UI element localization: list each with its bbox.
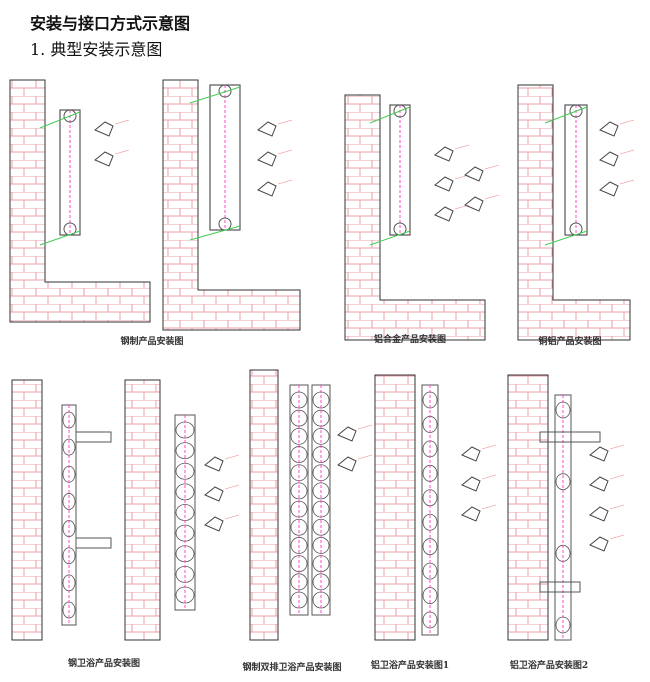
bracket-part-icon	[461, 476, 481, 492]
bracket-part-icon	[434, 176, 454, 192]
tube-section	[422, 538, 438, 556]
caption-aluminum-bath-1: 铝卫浴产品安装图1	[370, 661, 450, 671]
leader-line	[357, 424, 373, 430]
bracket-part-icon	[337, 456, 357, 472]
pipe-port	[393, 104, 407, 118]
bracket-part-icon	[94, 151, 114, 167]
leader-line	[619, 119, 635, 125]
caption-steel-double-bath: 钢制双排卫浴产品安装图	[242, 663, 342, 673]
caption-steel: 钢制产品安装图	[120, 337, 184, 347]
leader-line	[481, 444, 497, 450]
bracket-part-icon	[204, 456, 224, 472]
bracket-part-icon	[461, 506, 481, 522]
bracket-part-icon	[257, 181, 277, 197]
brick-wall	[517, 84, 631, 341]
bracket-part-icon	[257, 151, 277, 167]
leader-line	[277, 119, 293, 125]
leader-line	[609, 474, 625, 480]
leader-line	[481, 504, 497, 510]
caption-steel-bath: 钢卫浴产品安装图	[67, 659, 141, 669]
bracket-part-icon	[589, 446, 609, 462]
pipe-port	[218, 217, 232, 231]
bracket-part-icon	[204, 486, 224, 502]
leader-line	[114, 119, 130, 125]
caption-aluminum-bath-2: 铝卫浴产品安装图2	[509, 661, 589, 671]
bracket-part-icon	[599, 121, 619, 137]
towel-bar	[75, 537, 112, 549]
bracket-part-icon	[599, 181, 619, 197]
section-heading: 1. 典型安装示意图	[30, 40, 163, 59]
page-title: 安装与接口方式示意图	[30, 14, 191, 33]
bracket-part-icon	[434, 146, 454, 162]
brick-wall	[124, 379, 161, 641]
leader-line	[609, 444, 625, 450]
tube-section	[422, 562, 438, 580]
bracket-guide	[189, 86, 241, 241]
tube-section	[422, 440, 438, 458]
tube-section	[312, 427, 330, 445]
caption-copper-aluminum: 铜铝产品安装图	[538, 337, 602, 347]
leader-line	[224, 514, 240, 520]
bracket-part-icon	[464, 196, 484, 212]
bracket-part-icon	[599, 151, 619, 167]
bracket-part-icon	[464, 166, 484, 182]
towel-bar	[539, 581, 581, 593]
tube-section	[175, 565, 195, 583]
leader-line	[619, 179, 635, 185]
leader-line	[454, 144, 470, 150]
bracket-part-icon	[434, 206, 454, 222]
leader-line	[224, 484, 240, 490]
leader-line	[619, 149, 635, 155]
leader-line	[277, 149, 293, 155]
leader-line	[357, 454, 373, 460]
leader-line	[224, 454, 240, 460]
bracket-part-icon	[589, 536, 609, 552]
tube-section	[312, 555, 330, 573]
tube-section	[312, 500, 330, 518]
caption-aluminum-alloy: 铝合金产品安装图	[373, 335, 447, 345]
brick-wall	[374, 374, 416, 641]
tube-section	[290, 500, 308, 518]
tube-section	[290, 573, 308, 591]
pipe-port	[218, 84, 232, 98]
brick-wall	[249, 369, 279, 641]
tube-section	[62, 465, 76, 483]
leader-line	[277, 179, 293, 185]
leader-line	[114, 149, 130, 155]
tube-section	[312, 573, 330, 591]
bracket-guide	[544, 106, 588, 246]
towel-bar	[539, 431, 601, 443]
leader-line	[609, 534, 625, 540]
tube-section	[175, 462, 195, 480]
tube-section	[175, 483, 195, 501]
bracket-part-icon	[337, 426, 357, 442]
bracket-part-icon	[204, 516, 224, 532]
brick-wall	[507, 374, 549, 641]
tube-section	[290, 555, 308, 573]
bracket-part-icon	[94, 121, 114, 137]
pipe-port	[569, 104, 583, 118]
bracket-part-icon	[589, 506, 609, 522]
tube-section	[555, 473, 571, 491]
bracket-guide	[39, 111, 81, 246]
leader-line	[481, 474, 497, 480]
pipe-port	[63, 109, 77, 123]
brick-wall	[344, 94, 486, 341]
bracket-part-icon	[461, 446, 481, 462]
brick-wall	[162, 79, 301, 331]
tube-section	[290, 427, 308, 445]
leader-line	[484, 194, 500, 200]
leader-line	[484, 164, 500, 170]
towel-bar	[75, 431, 112, 443]
leader-line	[609, 504, 625, 510]
tube-section	[62, 493, 76, 510]
bracket-part-icon	[589, 476, 609, 492]
bracket-guide	[369, 106, 411, 246]
tube-section	[175, 545, 195, 563]
brick-wall	[9, 79, 151, 323]
brick-wall	[11, 379, 43, 641]
bracket-part-icon	[257, 121, 277, 137]
